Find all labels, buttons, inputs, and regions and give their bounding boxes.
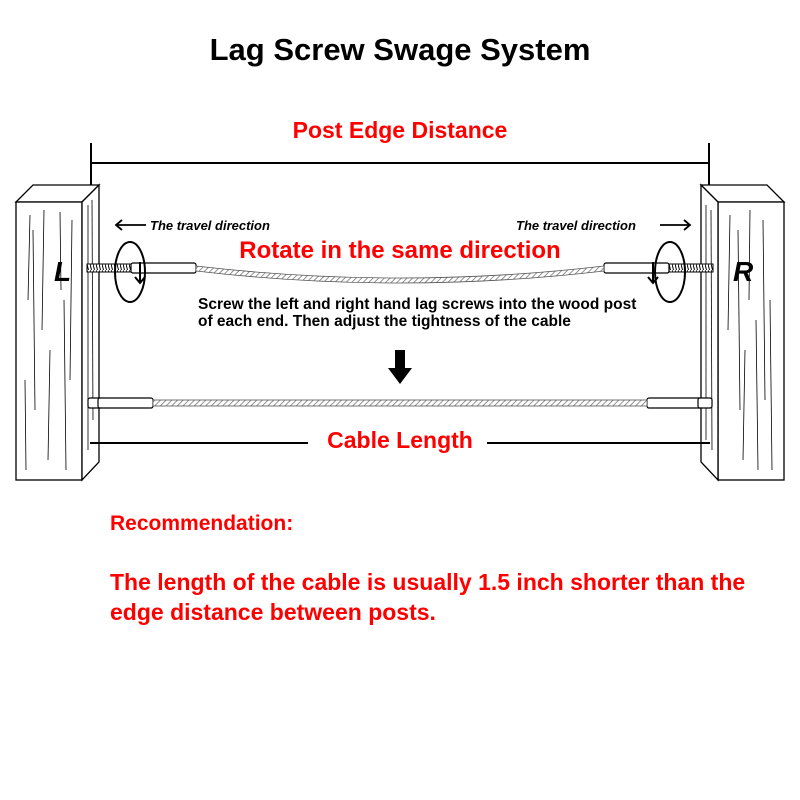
post-edge-dimension [90,143,710,192]
right-post-label: R [733,256,754,287]
recommendation-text: The length of the cable is usually 1.5 i… [110,569,746,625]
left-rotation-icon [114,241,146,303]
travel-right-arrow-icon [660,219,692,231]
left-post [14,183,101,482]
rotate-label: Rotate in the same direction [239,237,561,264]
down-arrow-icon [388,350,412,384]
travel-left-arrow-icon [114,219,146,231]
top-cable-assembly [86,262,714,284]
instruction-text: Screw the left and right hand lag screws… [198,296,637,330]
left-post-label: L [54,256,72,287]
travel-direction-left-label: The travel direction [150,218,270,233]
right-post [699,183,786,482]
cable-length-label: Cable Length [327,427,473,453]
post-edge-distance-label: Post Edge Distance [292,117,508,143]
page-title: Lag Screw Swage System [209,32,591,67]
right-rotation-icon [647,241,686,303]
bottom-cable-assembly [87,397,713,409]
recommendation-heading: Recommendation: [110,512,294,535]
travel-direction-right-label: The travel direction [516,218,636,233]
